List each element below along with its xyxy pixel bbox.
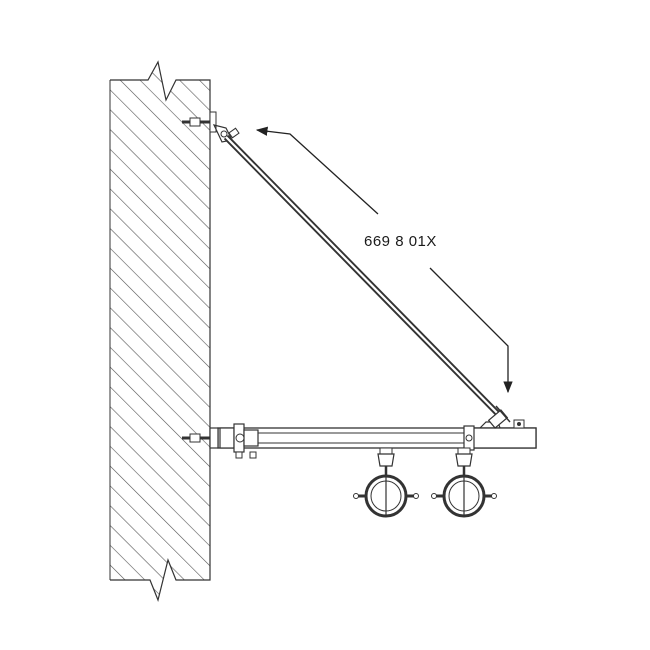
diagonal-brace-rod bbox=[223, 134, 507, 423]
leader-arrows bbox=[255, 126, 513, 394]
pipe-clamp-left bbox=[353, 447, 419, 518]
bottom-wall-anchor bbox=[182, 423, 259, 459]
pipe-clamp-right bbox=[431, 447, 497, 518]
concrete-wall bbox=[109, 60, 211, 602]
part-number-label: 669 8 01X bbox=[364, 233, 437, 250]
channel-end-clamp bbox=[463, 405, 525, 451]
leader-arrow-bottom bbox=[429, 267, 513, 394]
leader-arrow-top bbox=[255, 126, 379, 215]
horizontal-support-channel bbox=[217, 427, 537, 449]
top-wall-anchor bbox=[182, 111, 240, 143]
